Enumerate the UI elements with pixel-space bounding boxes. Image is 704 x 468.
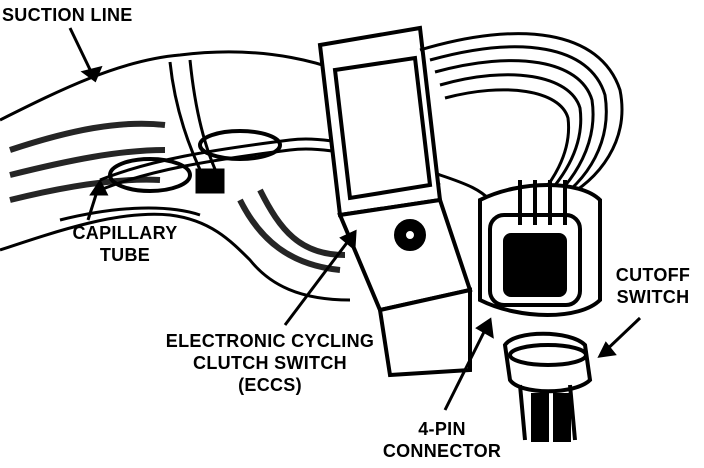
- label-connector-line1: 4-PIN: [418, 419, 466, 439]
- cutoff-switch-body: [502, 331, 593, 442]
- four-pin-connector: [478, 180, 602, 317]
- leader-lines: [68, 27, 642, 411]
- eccs-switch-body: [317, 25, 473, 378]
- label-eccs: ELECTRONIC CYCLING CLUTCH SWITCH (ECCS): [150, 330, 390, 396]
- arrowhead-capillary-tube: [89, 179, 109, 196]
- label-eccs-line2: CLUTCH SWITCH: [193, 353, 347, 373]
- label-connector: 4-PIN CONNECTOR: [372, 418, 512, 462]
- label-capillary-tube-line2: TUBE: [99, 245, 151, 265]
- label-cutoff-switch: CUTOFF SWITCH: [605, 264, 701, 308]
- label-cutoff-switch-line1: CUTOFF: [615, 265, 691, 285]
- arrowhead-connector: [475, 317, 494, 339]
- arrowhead-suction-line: [80, 65, 103, 83]
- label-eccs-line3: (ECCS): [238, 375, 302, 395]
- arrowhead-eccs: [339, 229, 357, 252]
- label-cutoff-switch-line2: SWITCH: [616, 287, 690, 307]
- label-capillary-tube: CAPILLARY TUBE: [60, 222, 190, 266]
- leader-connector: [443, 319, 492, 411]
- label-connector-line2: CONNECTOR: [382, 441, 502, 461]
- tube-shading: [9, 120, 346, 273]
- label-eccs-line1: ELECTRONIC CYCLING: [165, 331, 375, 351]
- label-capillary-tube-line1: CAPILLARY: [72, 223, 178, 243]
- label-suction-line: SUCTION LINE: [2, 5, 133, 25]
- leader-eccs: [283, 231, 357, 326]
- arrowhead-cutoff-switch: [597, 341, 617, 358]
